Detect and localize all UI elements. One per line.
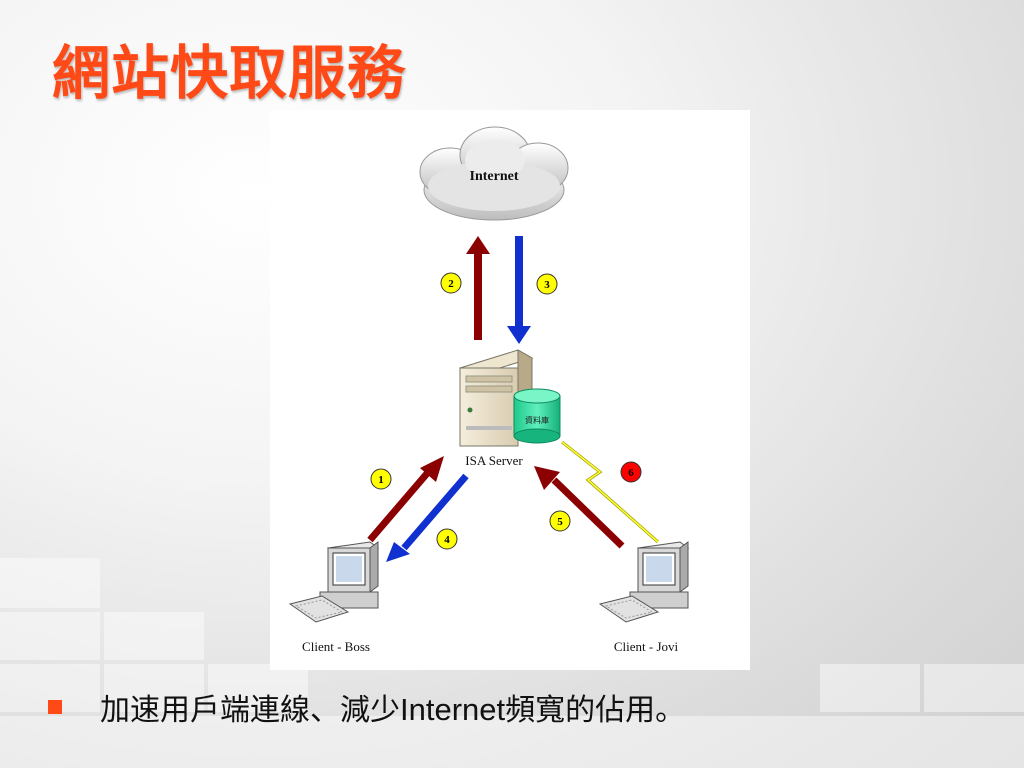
- svg-text:1: 1: [378, 474, 384, 486]
- step-badge-4: 4: [436, 528, 458, 550]
- bullet-item: 加速用戶端連線、減少Internet頻寬的佔用。: [48, 682, 685, 732]
- svg-text:2: 2: [448, 278, 454, 290]
- step-badge-5: 5: [549, 510, 571, 532]
- internet-label: Internet: [470, 169, 519, 184]
- cache-database: 資料庫: [513, 388, 561, 444]
- bullet-text-suffix: 頻寬的佔用。: [505, 693, 686, 728]
- arrow-step-2: [466, 236, 490, 340]
- client-jovi-label: Client - Jovi: [614, 639, 679, 654]
- page-title: 網站快取服務: [52, 39, 407, 107]
- step-badge-3: 3: [536, 273, 558, 295]
- internet-cloud: Internet: [419, 126, 569, 221]
- client-boss-label: Client - Boss: [302, 639, 370, 654]
- web-cache-diagram: Internet 資料庫 ISA Server: [270, 110, 750, 670]
- arrow-step-3: [507, 236, 531, 344]
- svg-text:6: 6: [628, 467, 634, 479]
- bullet-text-prefix: 加速用戶端連線、減少: [100, 693, 400, 728]
- step-badge-1: 1: [370, 468, 392, 490]
- client-boss-computer: [288, 541, 380, 623]
- arrow-step-4: [386, 473, 469, 562]
- isa-server-label: ISA Server: [465, 453, 523, 468]
- bullet-square-icon: [48, 700, 62, 714]
- step-badge-6: 6: [620, 461, 642, 483]
- step-badge-2: 2: [440, 272, 462, 294]
- cache-db-label: 資料庫: [525, 415, 549, 425]
- arrow-step-1: [367, 456, 444, 543]
- bullet-text-keyword: Internet: [400, 692, 506, 727]
- bullet-text: 加速用戶端連線、減少Internet頻寬的佔用。: [100, 685, 685, 729]
- client-jovi-computer: [598, 541, 690, 623]
- cache-link-lightning: [561, 440, 659, 544]
- svg-text:3: 3: [544, 279, 550, 291]
- arrow-step-5: [534, 466, 625, 549]
- svg-text:5: 5: [557, 516, 563, 528]
- svg-text:4: 4: [444, 534, 450, 546]
